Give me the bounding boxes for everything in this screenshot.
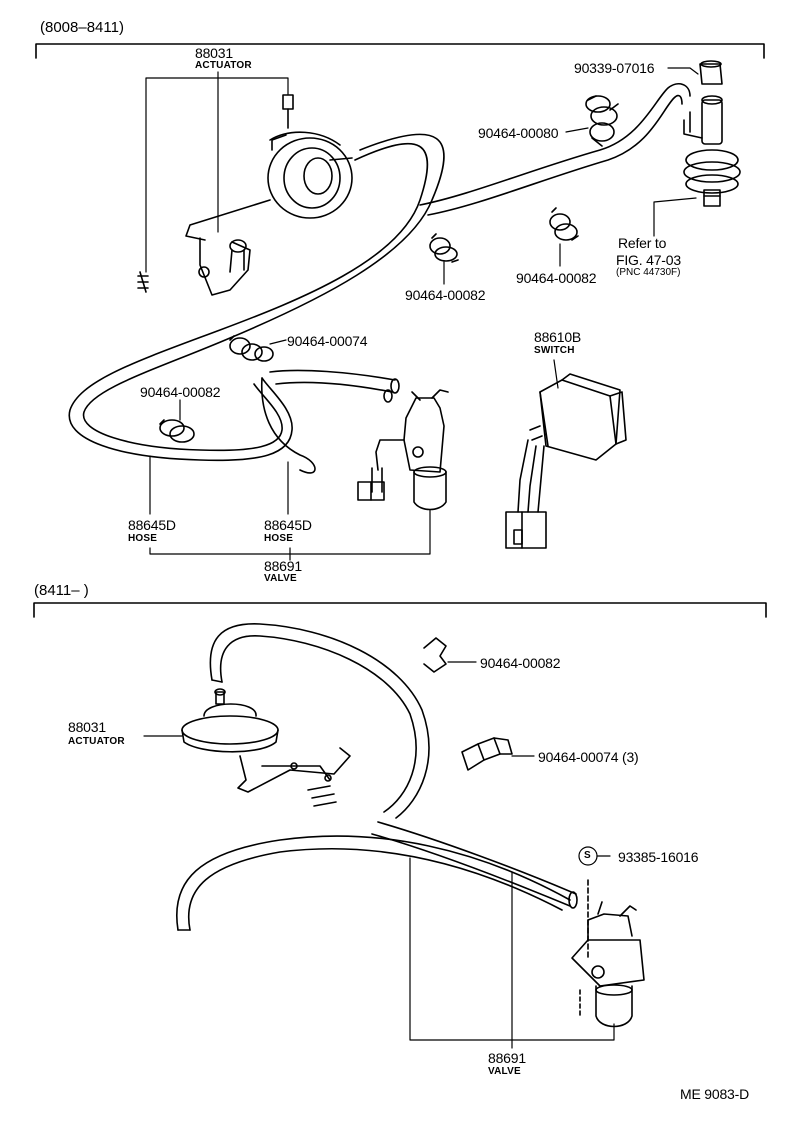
clamp-90464-00082-a [550, 208, 578, 240]
hose1-name: HOSE [128, 533, 158, 544]
hose2-number: 88645D [264, 517, 312, 533]
leader-00074-top [270, 340, 286, 344]
refer-line-2: FIG. 47-03 [616, 252, 681, 268]
hose1-number: 88645D [128, 517, 176, 533]
bottom-valve-name: VALVE [488, 1066, 521, 1077]
hose-bottom-main [177, 624, 577, 930]
top-actuator-number: 88031 [195, 45, 233, 61]
clamp-90464-00082-bottom [424, 638, 446, 672]
actuator-88031-bottom [182, 689, 350, 806]
bottom-part-93385-16016: 93385-16016 [618, 849, 699, 865]
leader-switch [554, 360, 558, 388]
valve-88691-top [358, 390, 448, 510]
top-part-90339-07016: 90339-07016 [574, 60, 655, 76]
bottom-actuator-name: ACTUATOR [68, 736, 125, 747]
leader-refer [654, 198, 696, 236]
clamp-90464-00074-top [230, 336, 273, 361]
refer-line-1: Refer to [618, 235, 667, 251]
top-part-90464-00082-b: 90464-00082 [405, 287, 486, 303]
clamp-90464-00082-c [160, 420, 194, 442]
check-valve-ref-47-03 [684, 96, 740, 206]
bottom-valve-number: 88691 [488, 1050, 526, 1066]
hose-88645d-second [262, 370, 399, 473]
actuator-88031-top [138, 95, 352, 295]
leader-valve-bottom [410, 858, 614, 1048]
leader-90339 [668, 68, 698, 74]
cap-90339-07016 [700, 61, 722, 84]
figure-code: ME 9083-D [680, 1086, 750, 1102]
top-part-90464-00074: 90464-00074 [287, 333, 368, 349]
top-section-frame [36, 44, 764, 58]
top-part-90464-00082-a: 90464-00082 [516, 270, 597, 286]
switch-88610b [506, 374, 626, 548]
hose2-name: HOSE [264, 533, 294, 544]
top-actuator-name: ACTUATOR [195, 60, 252, 71]
clamp-90464-00080 [586, 96, 618, 146]
bottom-actuator-number: 88031 [68, 719, 106, 735]
leader-hose-valve-top [150, 456, 430, 560]
leader-00080 [566, 128, 588, 132]
bottom-section-frame [34, 603, 766, 617]
bottom-part-90464-00082: 90464-00082 [480, 655, 561, 671]
top-part-90464-00082-c: 90464-00082 [140, 384, 221, 400]
s-symbol: S [584, 850, 591, 861]
switch-name: SWITCH [534, 345, 575, 356]
top-valve-number: 88691 [264, 558, 302, 574]
s-symbol-circle [579, 847, 610, 865]
top-valve-name: VALVE [264, 573, 297, 584]
bottom-part-90464-00074: 90464-00074 (3) [538, 749, 639, 765]
switch-number: 88610B [534, 329, 582, 345]
bottom-range-label: (8411– ) [34, 582, 89, 599]
top-range-label: (8008–8411) [40, 19, 124, 36]
clamp-90464-00074-bottom [462, 738, 512, 770]
clamp-90464-00082-b [430, 234, 458, 262]
top-part-90464-00080: 90464-00080 [478, 125, 559, 141]
leader-actuator-top [146, 72, 288, 272]
valve-88691-bottom [572, 880, 644, 1027]
refer-line-3: (PNC 44730F) [616, 267, 681, 278]
hose-88645d-main [69, 84, 690, 460]
